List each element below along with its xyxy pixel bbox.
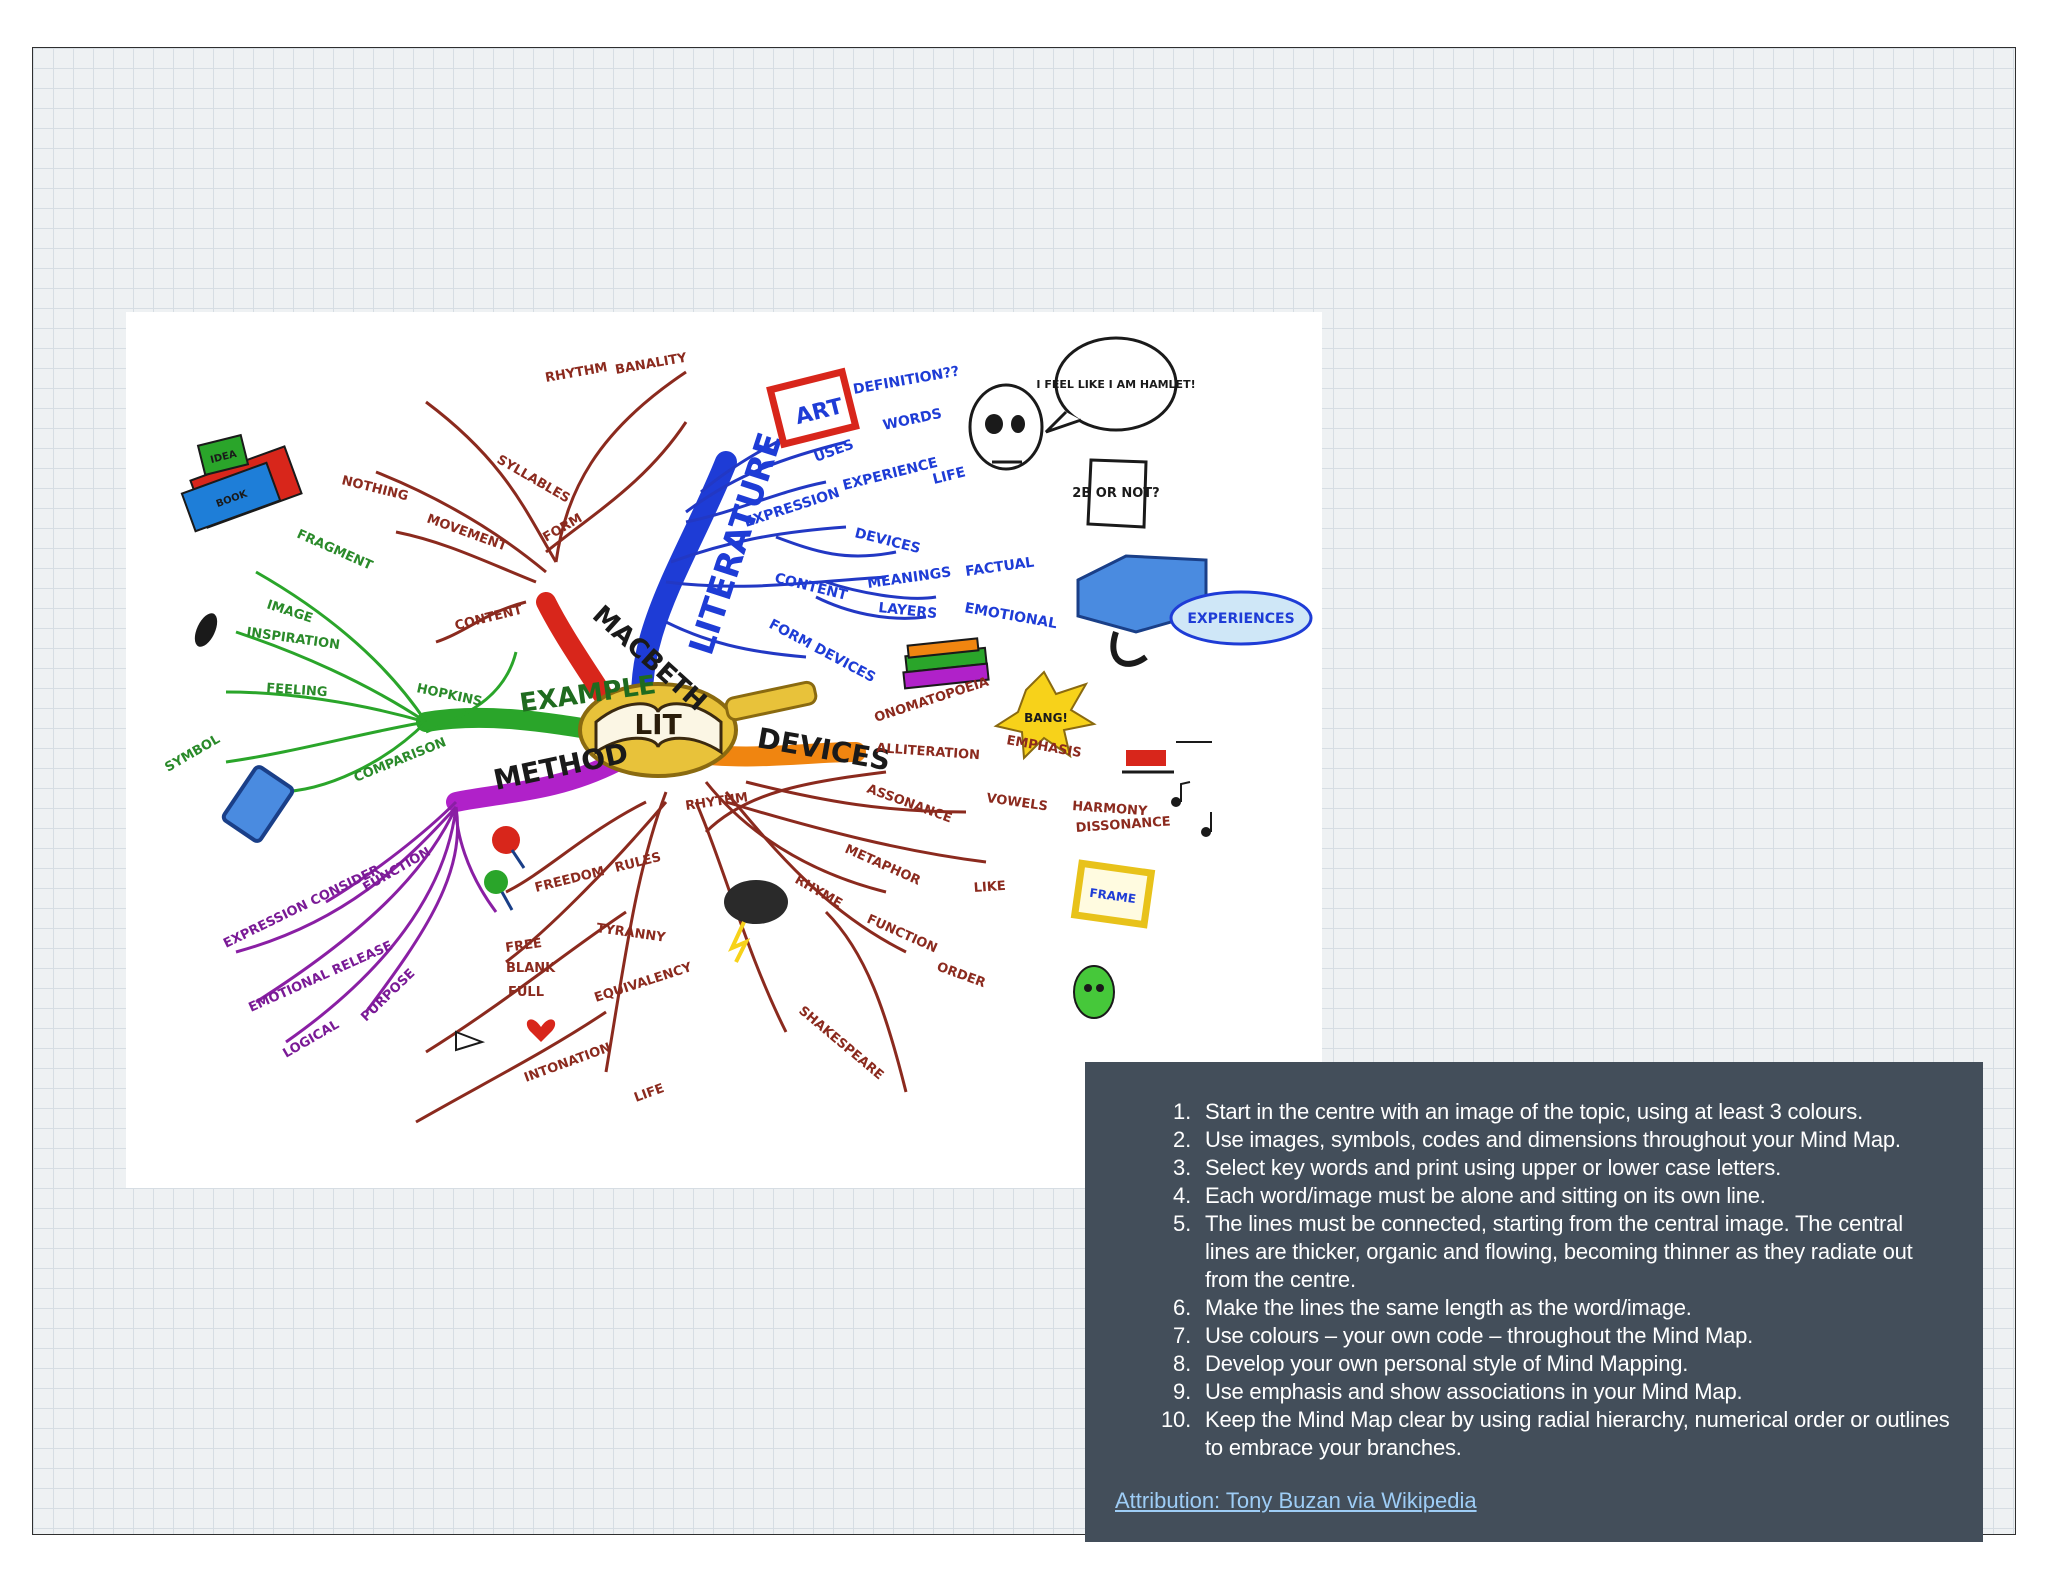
experiences-text: EXPERIENCES: [1187, 611, 1294, 627]
emotional-word: EMOTIONAL: [963, 600, 1058, 632]
alien-image: [1073, 965, 1115, 1019]
lollipop-icons: [484, 826, 526, 911]
experience-word: EXPERIENCE: [841, 455, 939, 494]
dissonance-word: DISSONANCE: [1075, 814, 1171, 836]
list-item: 1.Start in the centre with an image of t…: [1173, 1099, 1863, 1124]
life-word: LIFE: [931, 464, 967, 488]
rhyme-word: RHYME: [792, 872, 845, 911]
uses-word: USES: [812, 437, 856, 466]
full-word: FULL: [508, 985, 544, 1000]
inspiration-word: INSPIRATION: [245, 625, 340, 653]
slide: LIT LITERATURE MACBETH EXAMPLE METHOD DE…: [32, 47, 2016, 1542]
mind-map-image: LIT LITERATURE MACBETH EXAMPLE METHOD DE…: [126, 312, 1322, 1188]
expression-consider-word: EXPRESSION CONSIDER: [221, 863, 382, 952]
method-branch: [446, 752, 626, 812]
music-notes-icon: [1171, 781, 1212, 837]
fragment-word: FRAGMENT: [294, 527, 374, 574]
free-word: FREE: [504, 936, 542, 956]
mind-map-svg: LIT LITERATURE MACBETH EXAMPLE METHOD DE…: [163, 336, 1313, 1124]
list-item: 6.Make the lines the same length as the …: [1173, 1295, 1692, 1320]
meanings-word: MEANINGS: [866, 564, 952, 592]
instructions-panel: 1.Start in the centre with an image of t…: [1085, 1062, 1983, 1542]
experiences-bubble: EXPERIENCES: [1169, 590, 1313, 646]
blank-word: BLANK: [506, 961, 556, 976]
assonance-word: ASSONANCE: [865, 782, 954, 827]
content-small-word: CONTENT: [453, 603, 524, 634]
art-frame-image: ART: [766, 367, 860, 449]
alliteration-word: ALLITERATION: [876, 741, 981, 763]
shakespeare-word: SHAKESPEARE: [795, 1004, 886, 1084]
nothing-word: NOTHING: [340, 473, 410, 504]
scroll-text: 2B OR NOT?: [1072, 486, 1159, 501]
green-subbranches: [225, 570, 518, 794]
like-word: LIKE: [973, 879, 1006, 896]
phone-image: [221, 765, 295, 843]
footprint-icon: [194, 613, 218, 647]
list-item: 7.Use colours – your own code – througho…: [1173, 1323, 1754, 1348]
bang-text: BANG!: [1024, 711, 1068, 725]
content-word: CONTENT: [773, 570, 849, 604]
list-item: 3.Select key words and print using upper…: [1173, 1155, 1781, 1180]
frame-text: FRAME: [1089, 886, 1137, 906]
skull-bubble-text: I FEEL LIKE I AM HAMLET!: [1036, 378, 1195, 391]
central-book-image: LIT: [578, 680, 818, 778]
words-word: WORDS: [882, 406, 944, 434]
equivalency-word: EQUIVALENCY: [593, 960, 695, 1006]
list-item: 4.Each word/image must be alone and sitt…: [1173, 1183, 1766, 1208]
list-item: 2.Use images, symbols, codes and dimensi…: [1173, 1127, 1901, 1152]
hopkins-word: HOPKINS: [415, 681, 483, 710]
intonation-word: INTONATION: [522, 1040, 613, 1085]
instructions-list: 1.Start in the centre with an image of t…: [1125, 1098, 1953, 1462]
life-small-word: LIFE: [632, 1081, 666, 1106]
list-item: 8.Develop your own personal style of Min…: [1173, 1351, 1689, 1376]
symbol-word: SYMBOL: [163, 732, 223, 775]
center-label: LIT: [634, 708, 681, 741]
heart-icon: [526, 1019, 556, 1042]
attribution-link[interactable]: Attribution: Tony Buzan via Wikipedia: [1115, 1488, 1477, 1513]
list-item: 5.The lines must be connected, starting …: [1173, 1211, 1913, 1292]
definition-word: DEFINITION??: [852, 364, 961, 398]
image-word: IMAGE: [265, 598, 315, 627]
list-item: 9.Use emphasis and show associations in …: [1173, 1379, 1743, 1404]
form-devices-word: FORM DEVICES: [766, 616, 878, 686]
dart-icon: [455, 1030, 486, 1052]
purple-subbranches: [235, 800, 498, 1044]
rhythm-word: RHYTHM: [684, 790, 748, 814]
list-item: 10.Keep the Mind Map clear by using radi…: [1161, 1407, 1950, 1460]
skull-image: [968, 383, 1044, 471]
rhythm-top-word: RHYTHM: [544, 360, 609, 386]
speech-bubble: I FEEL LIKE I AM HAMLET!: [1036, 336, 1196, 434]
feeling-word: FEELING: [266, 681, 328, 700]
sled-icon: [1122, 741, 1212, 774]
blue-subbranches: [665, 420, 937, 659]
books-image: [902, 637, 990, 690]
devices-label: DEVICES: [755, 721, 893, 777]
storm-cloud-icon: [724, 880, 788, 963]
frame-image: FRAME: [1070, 859, 1156, 929]
scroll-image: 2B OR NOT?: [1072, 458, 1160, 529]
factual-word: FACTUAL: [964, 554, 1035, 580]
order-word: ORDER: [935, 960, 988, 991]
banality-word: BANALITY: [614, 351, 688, 378]
idea-book-image: IDEA BOOK: [180, 433, 303, 533]
vowels-word: VOWELS: [985, 791, 1048, 814]
layers-word: LAYERS: [878, 600, 938, 622]
bang-star-image: BANG!: [993, 670, 1097, 761]
harmony-word: HARMONY: [1072, 799, 1149, 819]
